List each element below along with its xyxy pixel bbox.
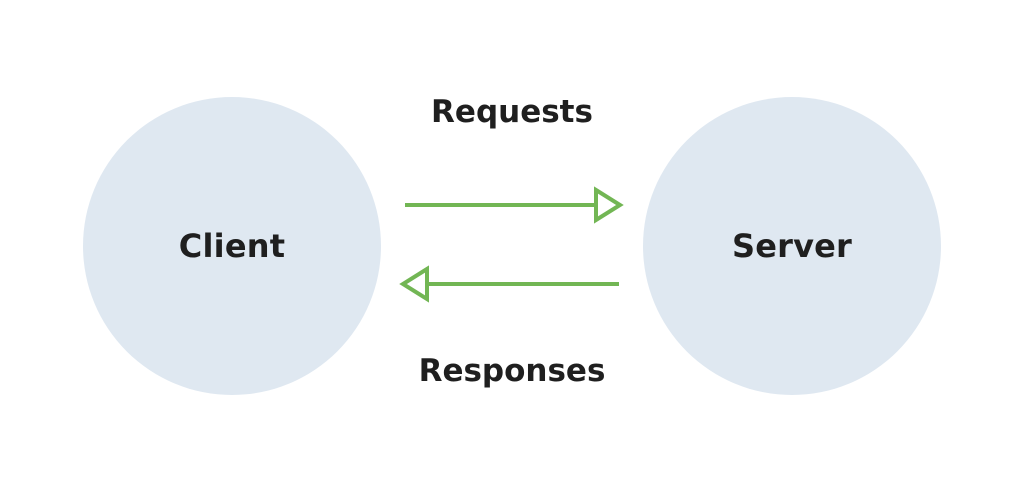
requests-label: Requests xyxy=(431,94,593,130)
client-node: Client xyxy=(83,97,381,395)
server-node: Server xyxy=(643,97,941,395)
responses-label: Responses xyxy=(418,353,606,389)
requests-arrow xyxy=(405,186,624,224)
responses-arrow xyxy=(399,265,619,303)
client-label: Client xyxy=(178,227,286,265)
server-label: Server xyxy=(731,227,853,265)
